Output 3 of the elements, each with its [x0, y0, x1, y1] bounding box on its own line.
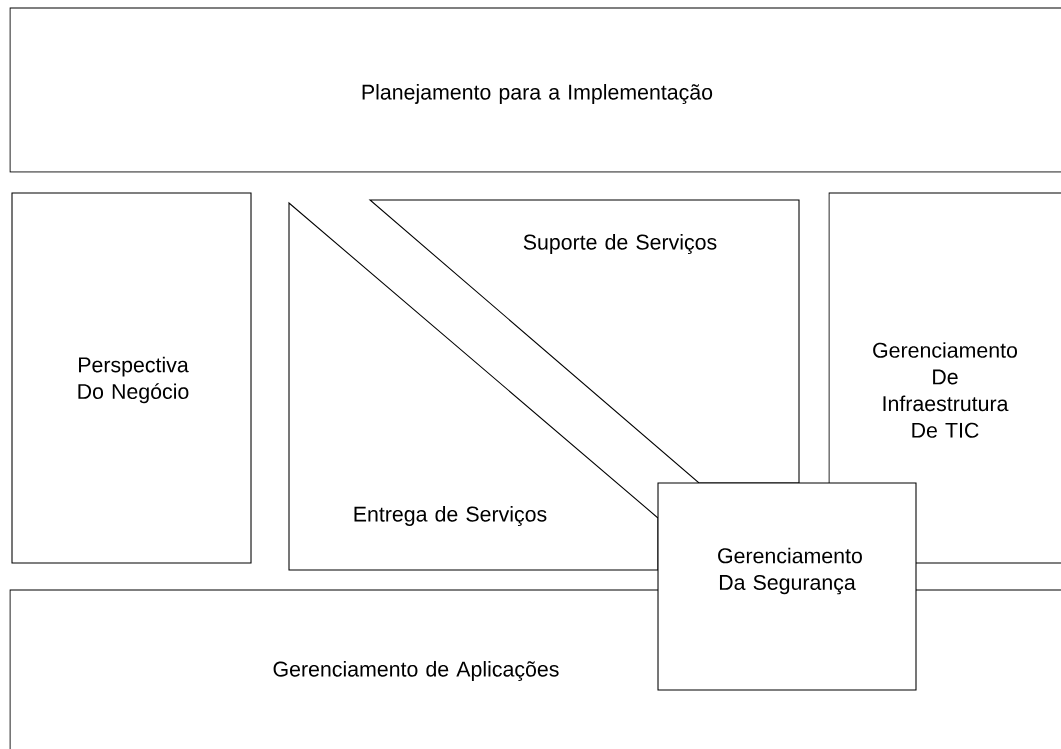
security-box: Gerenciamento Da Segurança [657, 482, 917, 691]
perspective-box: Perspectiva Do Negócio [11, 192, 252, 564]
planning-box: Planejamento para a Implementação [9, 7, 1061, 173]
